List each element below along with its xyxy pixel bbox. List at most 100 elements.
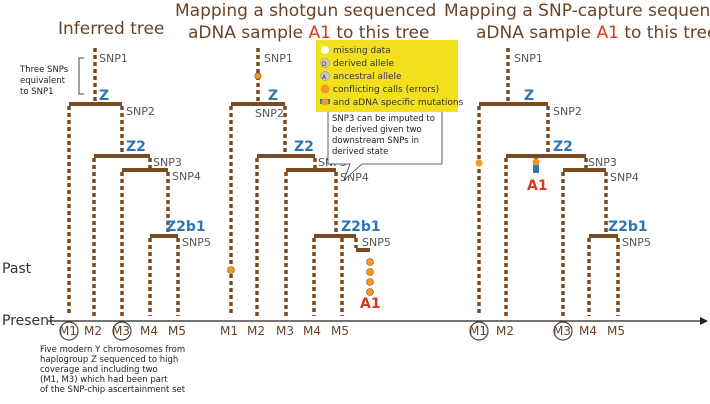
p1-snp2: SNP2	[126, 105, 155, 118]
p1-snp1: SNP1	[99, 52, 128, 65]
p1-note-line1: Three SNPs	[19, 65, 69, 75]
p3-clade-z2b1: Z2b1	[608, 219, 648, 235]
p1-tip-m5: M5	[168, 324, 186, 338]
p2-clade-z2: Z2	[294, 139, 314, 155]
p2-impute-callout	[327, 109, 443, 181]
present-label: Present	[2, 313, 55, 329]
p1-m3-circle	[112, 321, 132, 341]
p1-clade-z2b1: Z2b1	[166, 219, 206, 235]
p2-call-a1-4	[366, 288, 374, 296]
p2-note-3: downstream SNPs in	[332, 136, 419, 146]
p2-snp1: SNP1	[264, 52, 293, 65]
p2-tip-m5: M5	[331, 324, 349, 338]
p2-tip-m2: M2	[247, 324, 265, 338]
p1-m1-circle	[59, 321, 79, 341]
p2-sample-a1: A1	[360, 296, 381, 312]
legend-ancestral-letter: A	[322, 74, 327, 81]
panel3-title-post: to this tree	[619, 23, 710, 43]
p3-m1-circle	[469, 321, 489, 341]
p1-bracket	[78, 57, 84, 95]
p2-call-a1-2	[366, 268, 374, 276]
p1-tip-m4: M4	[140, 324, 158, 338]
p1-snp4: SNP4	[172, 170, 201, 183]
p1-caption-3: coverage and including two	[40, 365, 158, 375]
legend-derived: derived allele	[333, 59, 394, 69]
panel-shotgun: Mapping a shotgun sequenced aDNA sample …	[175, 1, 443, 338]
p2-snp2: SNP2	[255, 107, 284, 120]
p2-note-1: SNP3 can be imputed to	[332, 114, 435, 124]
p3-clade-z: Z	[524, 88, 534, 104]
p1-note-line3: to SNP1	[20, 87, 54, 97]
p1-caption-4: (M1, M3) which had been part	[40, 375, 168, 385]
panel2-title-line2: aDNA sample A1 to this tree	[188, 23, 429, 43]
p1-tip-m3: M3	[112, 324, 130, 338]
p2-tip-m3: M3	[276, 324, 294, 338]
legend: missing data D derived allele A ancestra…	[316, 40, 464, 112]
legend-box	[316, 40, 458, 112]
p2-tip-m4: M4	[303, 324, 321, 338]
p3-call-a1	[532, 158, 540, 166]
p2-note-4: derived state	[332, 147, 388, 157]
legend-missing: missing data	[333, 46, 391, 56]
p3-tip-m5: M5	[607, 324, 625, 338]
p3-snp4: SNP4	[610, 171, 639, 184]
p2-call-a1-3	[366, 278, 374, 286]
p3-tip-m4: M4	[579, 324, 597, 338]
panel3-title-pre: aDNA sample	[476, 23, 596, 43]
p1-snp5: SNP5	[182, 236, 211, 249]
legend-derived-letter: D	[322, 61, 327, 68]
p3-snp2: SNP2	[553, 105, 582, 118]
legend-ancestral-swatch	[320, 71, 330, 81]
panel1-title: Inferred tree	[58, 19, 164, 39]
p2-call-snp1	[254, 72, 262, 80]
p2-note-2: be derived given two	[332, 125, 422, 135]
p1-caption-1: Five modern Y chromosomes from	[40, 345, 185, 355]
panel2-title-line1: Mapping a shotgun sequenced	[175, 1, 436, 21]
legend-missing-swatch	[321, 46, 329, 54]
p3-tip-m1: M1	[469, 324, 487, 338]
p2-clade-z: Z	[268, 88, 278, 104]
p1-snp3: SNP3	[153, 156, 182, 169]
p2-call-a1-1	[366, 258, 374, 266]
p3-tip-m2: M2	[496, 324, 514, 338]
p3-snp3: SNP3	[588, 156, 617, 169]
p3-snp5: SNP5	[622, 236, 651, 249]
p3-a1-specific-marker	[533, 164, 539, 173]
p1-tip-m2: M2	[84, 324, 102, 338]
p3-tip-m3: M3	[553, 324, 571, 338]
legend-specific-swatch	[321, 98, 329, 106]
panel2-title-a1: A1	[308, 23, 330, 43]
p1-clade-z2: Z2	[126, 139, 146, 155]
p1-caption-2: haplogroup Z sequenced to high	[40, 355, 178, 365]
panel2-title-post: to this tree	[331, 23, 430, 43]
p2-snp4: SNP4	[340, 171, 369, 184]
legend-specific: and aDNA specific mutations	[333, 98, 464, 108]
p3-m3-circle	[553, 321, 573, 341]
p2-call-m1	[227, 266, 235, 274]
panel3-title-line2: aDNA sample A1 to this tree	[476, 23, 710, 43]
p3-call-m1	[475, 159, 483, 167]
p3-sample-a1: A1	[527, 178, 548, 194]
p1-clade-z: Z	[99, 88, 109, 104]
p2-clade-z2b1: Z2b1	[341, 219, 381, 235]
legend-ancestral: ancestral allele	[333, 72, 402, 82]
p3-snp1: SNP1	[514, 52, 543, 65]
p1-note-line2: equivalent	[20, 76, 66, 86]
panel2-title-pre: aDNA sample	[188, 23, 308, 43]
panel-inferred-tree: Inferred tree Three SNPs equivalent to S…	[19, 19, 211, 395]
p1-tip-m1: M1	[59, 324, 77, 338]
panel3-title-line1: Mapping a SNP-capture sequenced	[444, 1, 710, 21]
time-axis: Past Present	[2, 261, 708, 329]
panel3-title-a1: A1	[596, 23, 618, 43]
time-arrow-head	[700, 317, 708, 325]
panel-snp-capture: Mapping a SNP-capture sequenced aDNA sam…	[444, 1, 710, 341]
p3-clade-z2: Z2	[553, 139, 573, 155]
past-label: Past	[2, 261, 32, 277]
legend-derived-swatch	[320, 58, 330, 68]
legend-conflict: conflicting calls (errors)	[333, 85, 439, 95]
p2-snp5: SNP5	[362, 236, 391, 249]
p2-tip-m1: M1	[220, 324, 238, 338]
p1-caption-5: of the SNP-chip ascertainment set	[40, 385, 186, 395]
legend-conflict-swatch	[320, 84, 330, 94]
